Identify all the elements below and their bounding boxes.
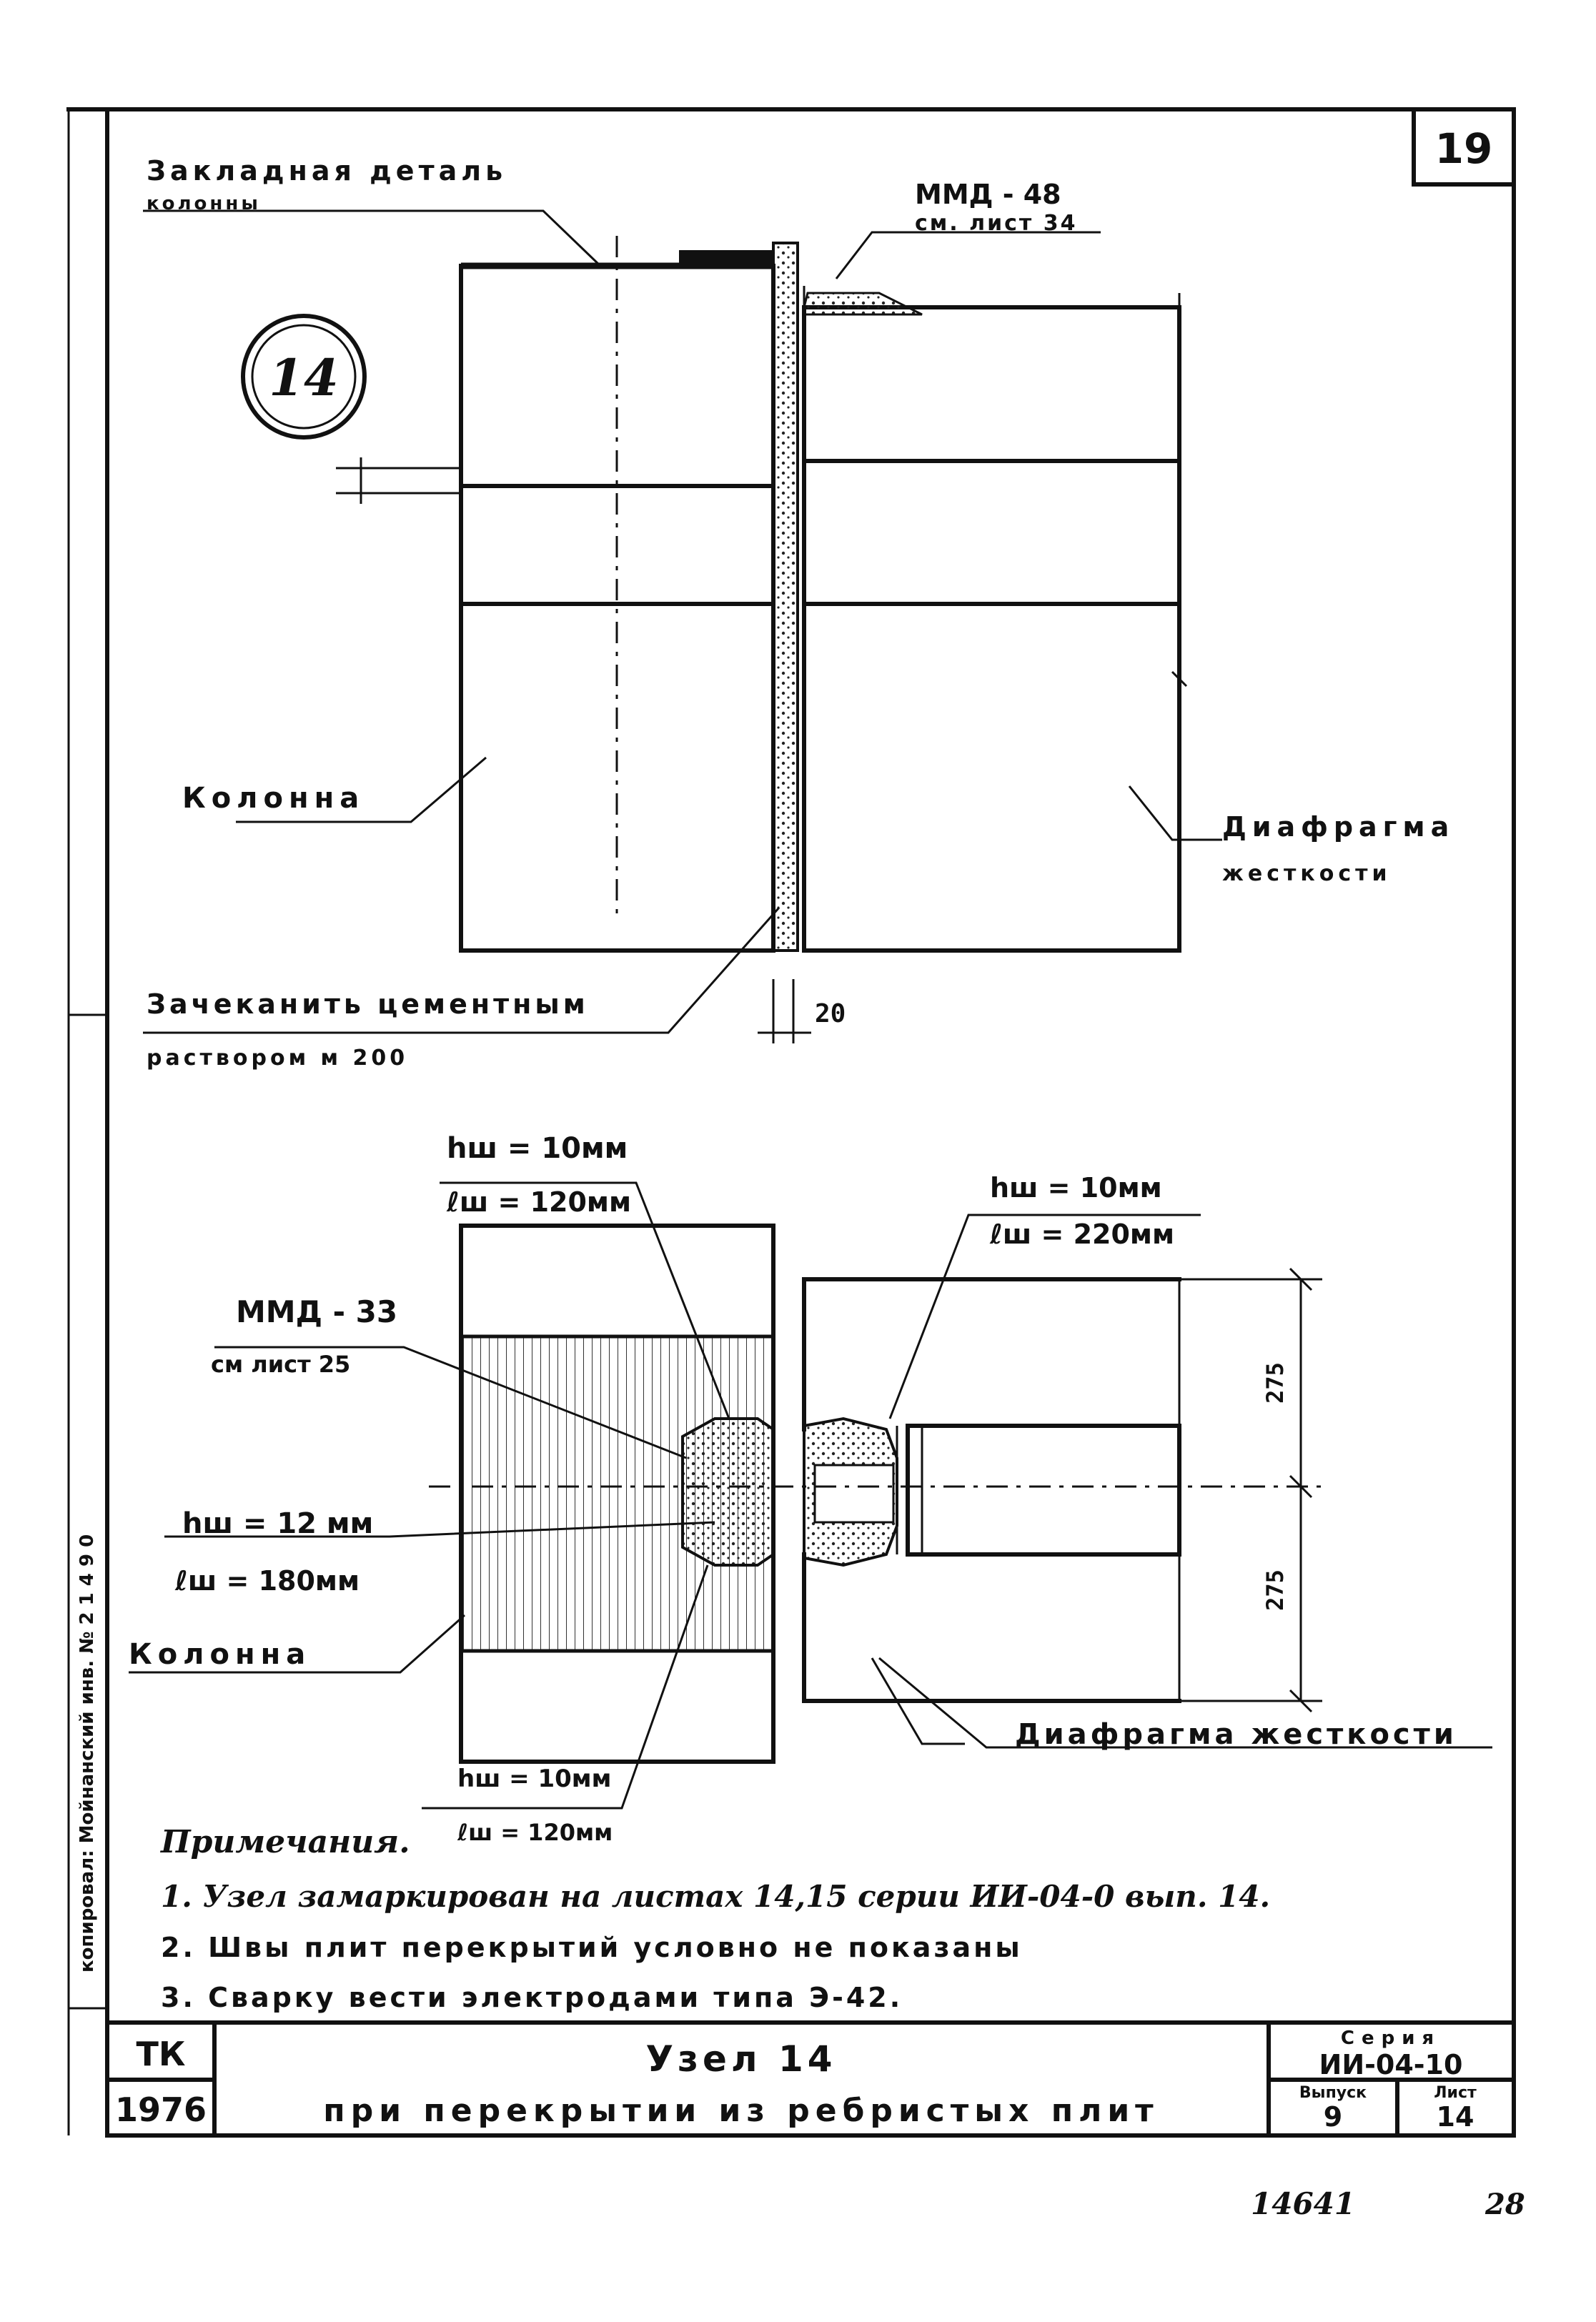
sheet-value: 14 (1437, 2101, 1474, 2133)
issue-value: 9 (1324, 2101, 1342, 2133)
embedded-plate (679, 250, 773, 266)
margin-stamp: копировал: Мойнанский инв. № 2 1 4 9 0 (76, 1534, 98, 1973)
node-marker: 14 (241, 314, 367, 440)
diaphragm-label-top-2: жесткости (1222, 861, 1392, 886)
org-label: ТК (137, 2035, 186, 2073)
issue-label: Выпуск (1299, 2084, 1367, 2102)
embedded-part-sublabel: колонны (147, 193, 261, 214)
caulked-joint (772, 242, 799, 952)
diaphragm-outline (802, 305, 1181, 953)
title-block: ТК 1976 Узел 14 при перекрытии из ребрис… (105, 2020, 1516, 2138)
weld-label-top-left-h: hш = 10мм (447, 1132, 628, 1165)
mmd-sheet-label: см лист 25 (211, 1351, 350, 1378)
sheet-label: Лист (1434, 2084, 1477, 2102)
title-line-2: при перекрытии из ребристых плит (323, 2093, 1159, 2129)
series-label: Серия (1341, 2028, 1441, 2049)
sheet-frame (66, 107, 1516, 2138)
weld-label-top-right-l: ℓш = 220мм (989, 1219, 1174, 1250)
weld-label-bottom-l: ℓш = 120мм (457, 1819, 613, 1846)
bottom-view-labels: hш = 10мм ℓш = 120мм hш = 10мм ℓш = 220м… (129, 1132, 1457, 1846)
weld-label-top-left-l: ℓш = 120мм (446, 1186, 631, 1218)
caulk-label: Зачеканить цементным (147, 988, 589, 1020)
note-1: 1. Узел замаркирован на листах 14,15 сер… (161, 1879, 1270, 1914)
note-2: 2. Швы плит перекрытий условно не показа… (161, 1932, 1023, 1963)
node-marker-label: 14 (269, 348, 338, 407)
margin-text: копировал: Мойнанский инв. № 2 1 4 9 0 (76, 1534, 98, 1973)
column-label-top: Колонна (182, 782, 365, 815)
caulk-label-2: раствором м 200 (147, 1046, 408, 1071)
weld-label-mid-l: ℓш = 180мм (174, 1565, 360, 1597)
weld-ref-top: ММД - 48 (915, 179, 1061, 210)
series-value: ИИ-04-10 (1319, 2049, 1463, 2080)
notes-title: Примечания. (159, 1824, 410, 1860)
weld-label-top-right-h: hш = 10мм (990, 1172, 1162, 1204)
dimension-lower: 275 (1262, 1569, 1289, 1611)
footer: 14641 28 (1251, 2186, 1525, 2221)
diaphragm-label-top: Диафрагма (1222, 811, 1454, 843)
weld-zone-left (681, 1417, 775, 1567)
dimension-upper: 275 (1262, 1362, 1289, 1404)
sheet-number-box: 19 (1412, 107, 1516, 187)
inventory-number: 14641 (1251, 2186, 1355, 2221)
top-view: 20 (143, 209, 1222, 1043)
bottom-view: 275 275 (129, 1181, 1492, 1810)
sheet-number: 19 (1435, 124, 1493, 173)
diaphragm-label-bottom: Диафрагма жесткости (1015, 1718, 1457, 1751)
notes: Примечания. 1. Узел замаркирован на лист… (159, 1824, 1270, 2013)
mmd-label: ММД - 33 (236, 1294, 397, 1329)
page-number: 28 (1485, 2188, 1525, 2221)
weld-label-bottom-h: hш = 10мм (457, 1765, 611, 1793)
weld-label-mid-h: hш = 12 мм (182, 1507, 373, 1540)
weld-ref-top-sheet: см. лист 34 (915, 211, 1078, 236)
gap-dimension: 20 (815, 999, 846, 1028)
title-line-1: Узел 14 (645, 2038, 836, 2080)
year-label: 1976 (115, 2090, 207, 2129)
embedded-part-label: Закладная деталь (147, 155, 507, 187)
note-3: 3. Сварку вести электродами типа Э-42. (161, 1982, 903, 2013)
column-label-bottom: Колонна (129, 1638, 311, 1671)
top-view-labels: Закладная деталь колонны ММД - 48 см. ли… (147, 155, 1454, 1071)
